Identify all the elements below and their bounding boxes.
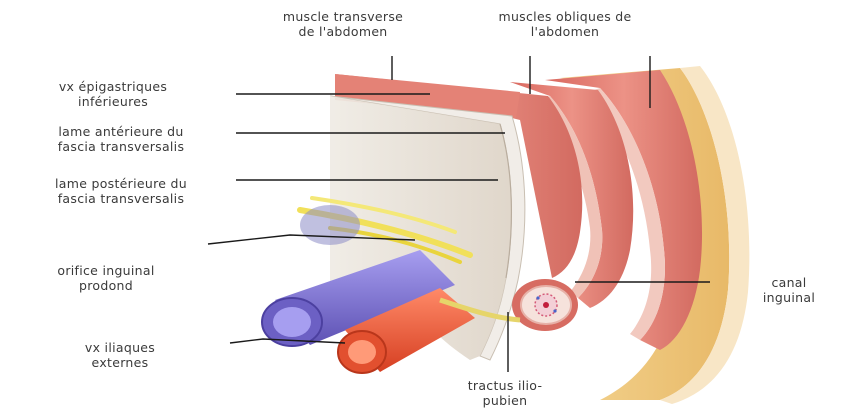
- label-line: inguinal: [730, 290, 848, 305]
- label-inguinal-canal: canal inguinal: [730, 275, 848, 305]
- label-line: pubien: [410, 393, 600, 408]
- label-iliopubic-tract: tractus ilio- pubien: [410, 378, 600, 408]
- label-deep-inguinal-ring: orifice inguinal prodond: [6, 263, 206, 293]
- label-oblique-muscles: muscles obliques de l'abdomen: [460, 9, 670, 39]
- label-line: vx iliaques: [20, 340, 220, 355]
- label-line: inférieures: [6, 94, 220, 109]
- label-line: l'abdomen: [460, 24, 670, 39]
- label-line: lame antérieure du: [6, 124, 236, 139]
- label-line: tractus ilio-: [410, 378, 600, 393]
- label-line: canal: [730, 275, 848, 290]
- label-external-iliac: vx iliaques externes: [20, 340, 220, 370]
- label-line: vx épigastriques: [6, 79, 220, 94]
- label-line: muscle transverse: [233, 9, 453, 24]
- label-line: lame postérieure du: [6, 176, 236, 191]
- label-line: muscles obliques de: [460, 9, 670, 24]
- label-epigastric-vessels: vx épigastriques inférieures: [6, 79, 220, 109]
- label-line: prodond: [6, 278, 206, 293]
- label-line: orifice inguinal: [6, 263, 206, 278]
- label-posterior-lamina: lame postérieure du fascia transversalis: [6, 176, 236, 206]
- label-line: externes: [20, 355, 220, 370]
- inguinal-canal-section: [512, 279, 578, 331]
- label-anterior-lamina: lame antérieure du fascia transversalis: [6, 124, 236, 154]
- label-line: fascia transversalis: [6, 139, 236, 154]
- label-line: fascia transversalis: [6, 191, 236, 206]
- label-transverse-muscle: muscle transverse de l'abdomen: [233, 9, 453, 39]
- label-line: de l'abdomen: [233, 24, 453, 39]
